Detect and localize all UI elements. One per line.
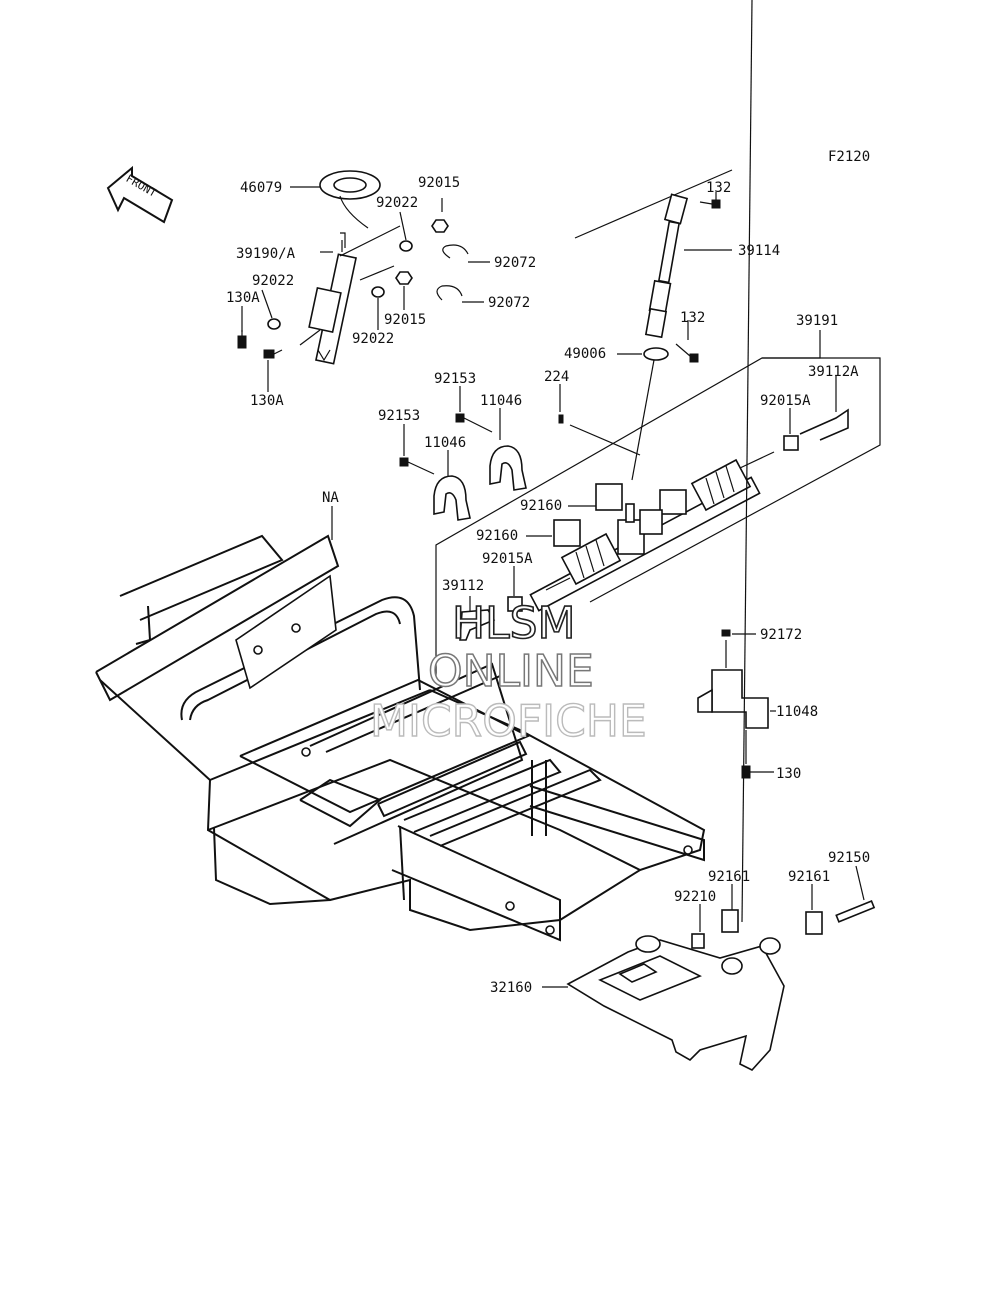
vehicle-frame [95,506,706,942]
intermediate-shaft-group [574,169,733,481]
bushing-92161-b [805,911,823,935]
rack-boot-right [690,458,752,512]
label-92161-b: 92161 [788,869,830,885]
bracket-11048 [711,669,769,729]
label-39112A: 39112A [808,364,859,380]
label-39114: 39114 [738,243,780,259]
label-92022-top: 92022 [376,195,418,211]
label-11048: 11048 [776,704,818,720]
clamp-11046-a [489,445,527,491]
label-11046-a: 11046 [480,393,522,409]
steering-rack-box [435,330,881,680]
clip-92072-a [442,244,469,259]
watermark: HLSM ONLINE MICROFICHE [369,597,647,748]
tie-rod-end-39112 [459,609,496,641]
nut-92210 [691,933,705,949]
bushing-92160-a [595,483,623,511]
nut-92015A-right [783,435,799,451]
nut-92015-mid [395,271,413,285]
label-92015A-right: 92015A [760,393,811,409]
label-46079: 46079 [240,180,282,196]
label-130A-top: 130A [226,290,260,306]
watermark-line2: ONLINE [428,646,594,697]
lower-arm-32160 [566,939,785,1071]
label-92153-b: 92153 [378,408,420,424]
label-130: 130 [776,766,801,782]
frame-front-plate [235,574,337,690]
watermark-line3: MICROFICHE [370,696,647,747]
label-39191: 39191 [796,313,838,329]
nut-92015A-left [507,596,523,612]
screw-92172 [721,629,731,637]
figure-code: F2120 [828,149,870,165]
label-92161-a: 92161 [708,869,750,885]
label-NA: NA [322,490,339,506]
label-92160-b: 92160 [476,528,518,544]
label-92072-b: 92072 [488,295,530,311]
watermark-line1: HLSM [452,598,576,649]
bolt-92153-b [399,457,435,475]
rack-boot-left [560,532,622,586]
label-92072-a: 92072 [494,255,536,271]
label-92160-a: 92160 [520,498,562,514]
label-132-low: 132 [680,310,705,326]
label-92210: 92210 [674,889,716,905]
label-92015-top: 92015 [418,175,460,191]
label-92022-low: 92022 [352,331,394,347]
steering-column-group [237,170,490,392]
washer-92022-top [399,240,413,252]
bracket-11048-group [697,629,776,779]
washer-92022-mid [267,318,281,330]
washer-92022-low [371,286,385,298]
label-32160: 32160 [490,980,532,996]
bolt-130A-top [237,330,247,349]
washer-49006 [643,347,669,361]
label-132-top: 132 [706,180,731,196]
label-49006: 49006 [564,346,606,362]
clamp-group [399,386,527,521]
label-224: 224 [544,369,569,385]
clip-92072-b [436,285,463,301]
label-39190A: 39190/A [236,246,296,262]
label-92022-mid: 92022 [252,273,294,289]
bushing-92161-a [721,909,739,933]
bushing-92160-b [553,519,581,547]
bolt-130A-low [263,349,283,359]
clamp-11046-b [433,475,471,521]
bolt-132-low [675,343,699,363]
label-92172: 92172 [760,627,802,643]
label-92015A-left: 92015A [482,551,533,567]
pin-224 [558,414,564,424]
bolt-92153-a [455,413,493,433]
bolt-132-top [699,199,721,209]
label-92015-mid: 92015 [384,312,426,328]
label-39112: 39112 [442,578,484,594]
tie-rod-end-39112A [799,408,849,441]
label-130A-low: 130A [250,393,284,409]
label-92153-a: 92153 [434,371,476,387]
label-11046-b: 11046 [424,435,466,451]
label-92150: 92150 [828,850,870,866]
bolt-92150 [835,900,876,923]
nut-92015-top [431,219,449,233]
front-direction-arrow-icon: FRONT [106,165,174,224]
lower-arm-group [542,0,876,1071]
